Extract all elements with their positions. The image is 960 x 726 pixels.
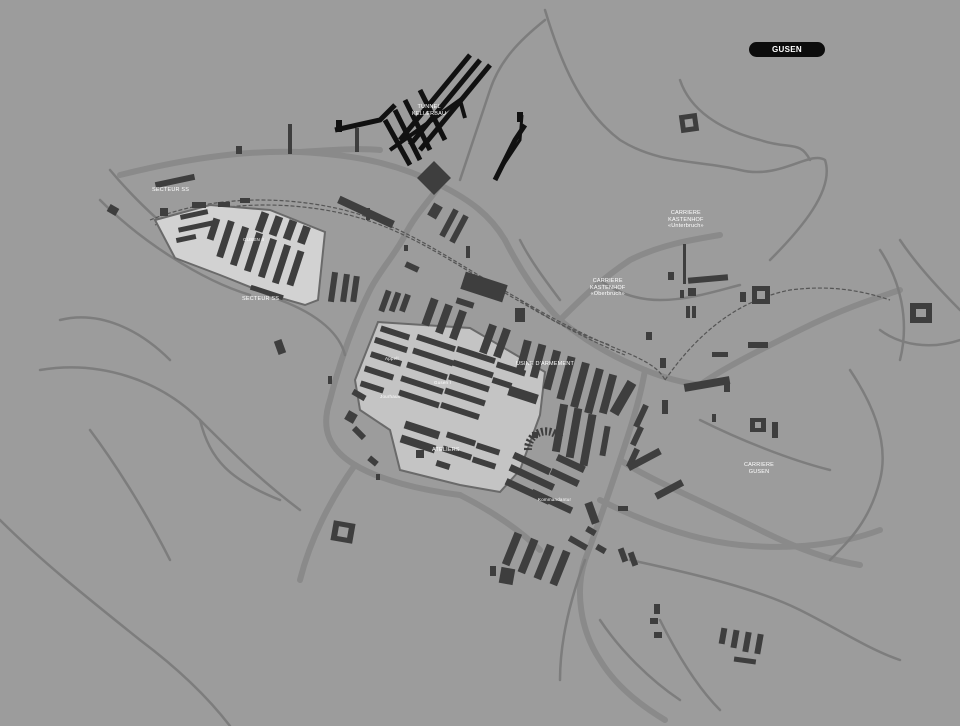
label-carriere-gusen-line1: CARRIERE (744, 462, 775, 468)
label-kommandantur: Kommandantur (538, 497, 572, 502)
label-kastenhof-w-line1: CARRIERE (592, 278, 623, 284)
label-carriere-kastenhof-oberbruch: CARRIERE KASTENHOF «Oberbruch» (590, 278, 625, 298)
north-buildings (337, 195, 525, 322)
gusen-i-barracks (359, 325, 539, 471)
label-tunnel-line1: TUNNEL (417, 104, 441, 110)
gusen-i-camp (328, 289, 547, 494)
label-carriere-gusen: CARRIERE GUSEN (744, 462, 774, 475)
label-kastenhof-w-line3: «Oberbruch» (590, 291, 625, 297)
armament-factory (504, 339, 637, 514)
tunnel-kellerbau (334, 53, 528, 195)
square-building-e2 (752, 286, 770, 304)
label-kastenhof-e-line2: KASTENHOF (668, 216, 704, 223)
square-building-sw (330, 520, 356, 544)
square-building-e1 (750, 418, 766, 432)
label-carriere-gusen-line2: GUSEN (748, 468, 770, 475)
label-tunnel-line2: KELLERBAU (412, 110, 447, 117)
east-buildings (618, 112, 932, 511)
square-building-e3 (678, 112, 700, 134)
label-usine-armement: USINE D'ARMEMENT (516, 361, 575, 367)
label-jourhaus: Jourhaus (380, 394, 401, 399)
label-kastenhof-w-line2: KASTENHOF (590, 284, 626, 291)
label-kastenhof-e-line1: CARRIERE (670, 210, 701, 216)
road-network (0, 8, 960, 726)
map-title-badge: GUSEN (749, 42, 825, 57)
label-gusen-ii: Gusen II (243, 237, 265, 242)
south-buildings (330, 455, 764, 665)
label-appell: Appell (385, 356, 399, 361)
ss-sector-buildings (106, 124, 360, 355)
label-gusen-i: Gusen I (434, 380, 452, 385)
square-building-e4 (910, 303, 932, 323)
label-kastenhof-e-line3: «Unterbruch» (668, 223, 704, 229)
gusen-ii-camp (153, 198, 327, 307)
label-tunnel-kellerbau: TUNNEL KELLERBAU (412, 104, 446, 117)
label-secteur-ss-north: SECTEUR SS (152, 187, 190, 193)
label-secteur-ss-south: SECTEUR SS (242, 296, 280, 302)
label-ateliers: ATELIERS (432, 447, 460, 453)
label-carriere-kastenhof-unterbruch: CARRIERE KASTENHOF «Unterbruch» (668, 210, 704, 230)
